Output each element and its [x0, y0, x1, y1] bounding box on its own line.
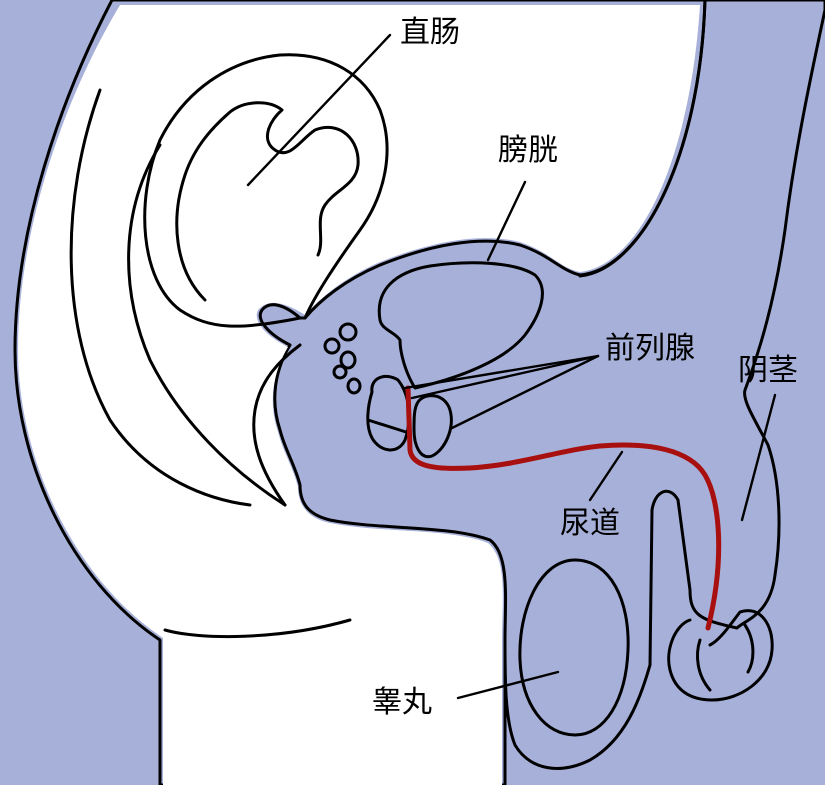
body-fill — [18, 5, 700, 785]
penis-glans-inner-2 — [743, 623, 755, 674]
bladder-leader — [486, 180, 527, 262]
prostate-divider — [366, 418, 408, 434]
testicle-leader — [456, 670, 560, 700]
label-penis: 阴茎 — [738, 353, 798, 388]
prostate-right-lobe — [412, 394, 453, 459]
rectum-canal — [252, 343, 302, 507]
prostate-leader-top — [403, 354, 600, 390]
bladder — [377, 261, 544, 390]
urethra — [405, 385, 722, 631]
seminal-dot — [338, 322, 358, 342]
seminal-glands — [323, 322, 362, 395]
rectum-canal-inner — [127, 143, 287, 507]
rectum-leader — [246, 33, 392, 187]
label-bladder: 膀胱 — [498, 133, 558, 168]
penis-leader — [740, 393, 777, 522]
penis-glans-inner — [696, 638, 712, 692]
back-line — [578, 0, 707, 278]
label-prostate: 前列腺 — [605, 331, 695, 366]
label-rectum: 直肠 — [400, 15, 460, 50]
seminal-dot — [339, 350, 357, 370]
label-urethra: 尿道 — [560, 506, 620, 541]
testicle — [518, 558, 630, 737]
pelvic-curve — [69, 88, 252, 507]
seminal-dot — [332, 364, 348, 380]
body-silhouette — [110, 0, 825, 770]
urethra-leader — [588, 450, 624, 502]
prostate-leader-bottom — [450, 354, 600, 430]
rectum-inner — [175, 101, 360, 302]
prostate-left-lobe — [366, 375, 411, 452]
seminal-dot — [346, 377, 362, 395]
thigh — [13, 0, 507, 785]
rectum-outer — [143, 53, 389, 328]
lower-body-line — [163, 618, 352, 639]
penis-glans — [667, 609, 774, 702]
label-testicle: 睾丸 — [372, 685, 432, 720]
seminal-dot — [323, 337, 341, 355]
prostate-leader-mid — [410, 354, 600, 400]
